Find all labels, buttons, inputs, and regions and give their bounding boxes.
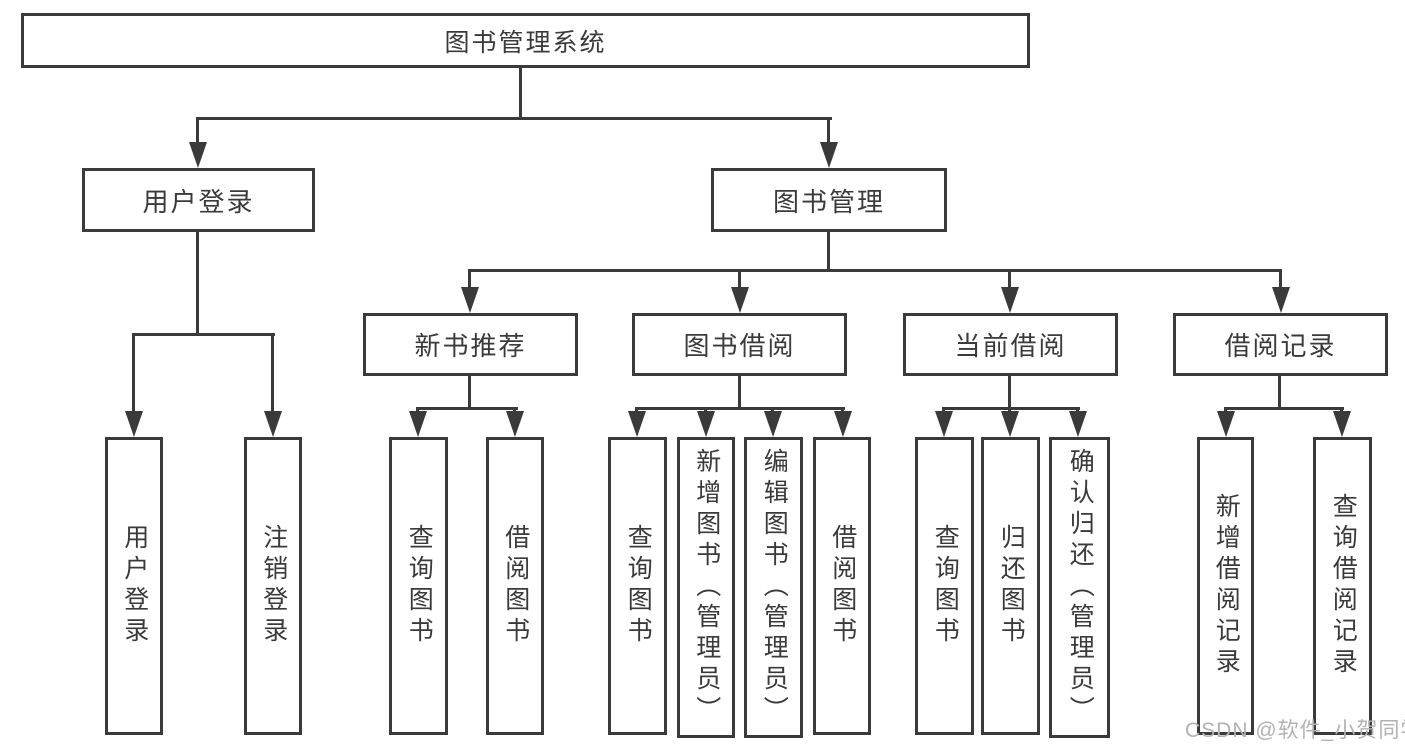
node-label: 借阅记录 [1224, 331, 1337, 361]
connector-user-login-bus [132, 333, 275, 336]
connector-to-book-management [827, 117, 830, 145]
arrow-down-icon [1001, 411, 1019, 437]
arrow-down-icon [731, 287, 749, 313]
connector-new-book-stub [468, 376, 471, 410]
connector-to-leaf [1224, 407, 1227, 413]
arrow-down-icon [1333, 411, 1351, 437]
connector-to-borrow-records [1279, 269, 1282, 291]
connector-to-leaf [841, 407, 844, 413]
arrow-down-icon [820, 142, 838, 168]
connector-to-leaf [513, 407, 516, 413]
connector-to-new-book [468, 269, 471, 291]
arrow-down-icon [506, 411, 524, 437]
node-label: 图书管理系统 [444, 28, 607, 57]
connector-book-mgmt-stub [827, 232, 830, 272]
leaf-query-books-current: 查询图书 [915, 437, 974, 735]
leaf-confirm-return-admin: 确认归还（管理员） [1049, 437, 1110, 738]
node-current-borrow: 当前借阅 [903, 313, 1118, 376]
arrow-down-icon [697, 411, 715, 437]
leaf-logout: 注销登录 [244, 437, 302, 735]
csdn-watermark: CSDN @软件_小贺同学 [1185, 719, 1405, 742]
connector-current-borrow-stub [1008, 376, 1011, 410]
arrow-down-icon [1217, 411, 1235, 437]
arrow-down-icon [409, 411, 427, 437]
connector-new-book-bus [416, 407, 518, 410]
connector-to-leaf [132, 333, 135, 413]
arrow-down-icon [125, 411, 143, 437]
node-label: 图书管理 [772, 186, 885, 217]
node-library-management-system: 图书管理系统 [21, 13, 1030, 68]
leaf-query-books-recommend: 查询图书 [389, 437, 448, 735]
node-new-book-recommend: 新书推荐 [363, 313, 578, 376]
connector-to-book-borrow [738, 269, 741, 291]
connector-borrow-records-stub [1278, 376, 1281, 410]
connector-borrow-records-bus [1224, 407, 1344, 410]
node-label: 图书借阅 [683, 331, 796, 361]
leaf-edit-books-admin: 编辑图书（管理员） [744, 437, 803, 738]
connector-book-mgmt-bus [468, 269, 1282, 272]
leaf-query-books-borrow: 查询图书 [608, 437, 667, 735]
connector-to-current-borrow [1008, 269, 1011, 291]
connector-current-borrow-bus [942, 407, 1080, 410]
leaf-borrow-books: 借阅图书 [813, 437, 871, 735]
connector-to-leaf [1076, 407, 1079, 413]
connector-root-stub [519, 68, 522, 119]
arrow-down-icon [935, 411, 953, 437]
connector-to-leaf [416, 407, 419, 413]
leaf-add-borrow-record: 新增借阅记录 [1197, 437, 1254, 735]
node-label: 当前借阅 [954, 331, 1067, 361]
connector-to-leaf [1008, 407, 1011, 413]
arrow-down-icon [834, 411, 852, 437]
arrow-down-icon [189, 142, 207, 168]
node-user-login: 用户登录 [82, 168, 315, 232]
connector-to-user-login [196, 117, 199, 145]
connector-to-leaf [1340, 407, 1343, 413]
connector-user-login-stub [196, 232, 199, 336]
connector-to-leaf [942, 407, 945, 413]
connector-to-leaf [271, 333, 274, 413]
leaf-add-books-admin: 新增图书（管理员） [677, 437, 735, 738]
node-book-management: 图书管理 [711, 168, 947, 232]
connector-to-leaf [771, 407, 774, 413]
arrow-down-icon [1069, 411, 1087, 437]
connector-to-leaf [635, 407, 638, 413]
leaf-borrow-books-recommend: 借阅图书 [486, 437, 544, 735]
leaf-return-books: 归还图书 [981, 437, 1040, 735]
arrow-down-icon [264, 411, 282, 437]
node-borrow-records: 借阅记录 [1173, 313, 1388, 376]
connector-to-leaf [704, 407, 707, 413]
node-label: 新书推荐 [414, 331, 527, 361]
connector-book-borrow-bus [635, 407, 845, 410]
arrow-down-icon [1001, 287, 1019, 313]
node-book-borrow: 图书借阅 [632, 313, 847, 376]
arrow-down-icon [628, 411, 646, 437]
node-label: 用户登录 [142, 186, 255, 217]
leaf-user-login: 用户登录 [105, 437, 163, 735]
arrow-down-icon [764, 411, 782, 437]
connector-root-bus [196, 117, 832, 120]
arrow-down-icon [1272, 287, 1290, 313]
arrow-down-icon [461, 287, 479, 313]
leaf-query-borrow-record: 查询借阅记录 [1313, 437, 1372, 735]
connector-book-borrow-stub [738, 376, 741, 410]
